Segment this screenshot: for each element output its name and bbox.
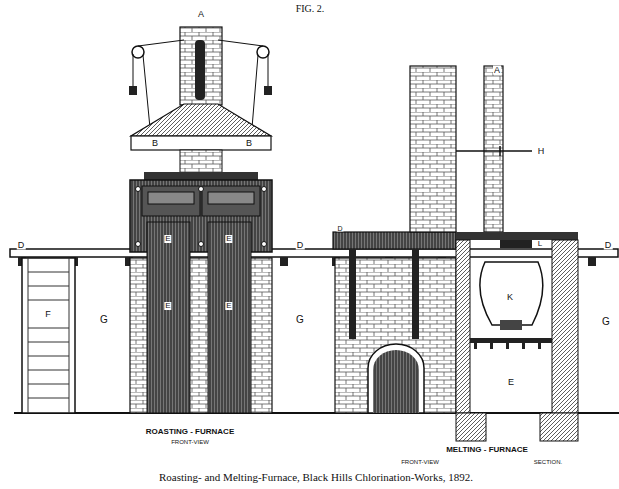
part-letter: E xyxy=(225,302,232,310)
part-letter: F xyxy=(44,310,52,319)
part-letter: E xyxy=(164,235,171,243)
part-letter: D xyxy=(17,241,26,250)
view-caption: SECTION. xyxy=(533,459,563,465)
figure-caption: Roasting- and Melting-Furnace, Black Hil… xyxy=(158,472,474,483)
part-letter: G xyxy=(295,315,305,325)
part-letter: L xyxy=(537,240,543,248)
part-letter: G xyxy=(99,315,109,325)
part-letter: K xyxy=(506,293,514,302)
part-letter: E xyxy=(164,302,171,310)
part-letter: D xyxy=(296,241,305,250)
view-caption: MELTING - FURNACE xyxy=(445,446,529,454)
part-letter: D xyxy=(604,241,613,250)
part-letter: B xyxy=(245,139,253,148)
part-letter: E xyxy=(225,235,232,243)
part-letter: E xyxy=(507,378,515,387)
part-letter: A xyxy=(197,10,205,19)
view-caption: FRONT-VIEW xyxy=(400,459,440,465)
part-letter: A xyxy=(493,66,501,75)
view-caption: FRONT-VIEW xyxy=(170,439,210,445)
figure-title: FIG. 2. xyxy=(295,4,326,14)
part-letter: D xyxy=(336,225,343,232)
part-letter: G xyxy=(601,317,611,327)
view-caption: ROASTING - FURNACE xyxy=(145,428,235,436)
part-letter: H xyxy=(537,147,546,156)
part-letter: B xyxy=(151,139,159,148)
